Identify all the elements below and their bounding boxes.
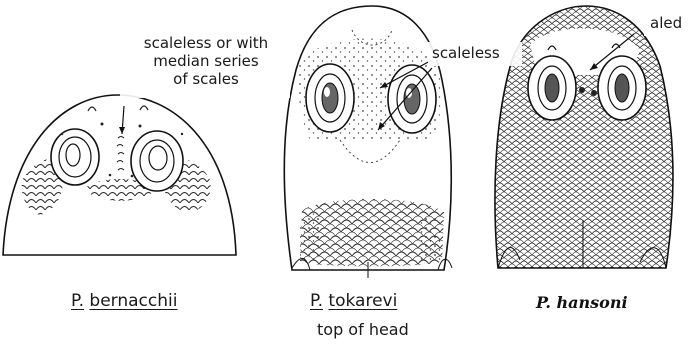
- tokarevi-left-eye: [306, 64, 354, 132]
- caption-bernacchii: P. bernacchii: [71, 292, 177, 310]
- bernacchii-left-eye: [51, 129, 99, 185]
- caption-hansoni: P. hansoni: [536, 293, 628, 312]
- footer-label: top of head: [317, 320, 409, 339]
- annotation-line-3: of scales: [118, 70, 294, 88]
- caption-genus: P.: [71, 291, 84, 311]
- tokarevi-right-eye: [388, 65, 436, 133]
- hansoni-right-eye: [598, 56, 646, 120]
- tokarevi-annotation: scaleless: [432, 44, 500, 62]
- caption-genus: P.: [310, 291, 323, 311]
- bernacchii-head: [3, 95, 236, 255]
- caption-tokarevi: P. tokarevi: [310, 292, 397, 310]
- annotation-line-1: scaleless or with: [118, 34, 294, 52]
- bernacchii-right-eye: [131, 131, 183, 191]
- caption-species: tokarevi: [328, 291, 397, 311]
- tokarevi-head: [284, 6, 452, 278]
- hansoni-left-eye: [528, 56, 576, 120]
- annotation-line-2: median series: [118, 52, 294, 70]
- hansoni-annotation: aled: [650, 14, 682, 32]
- bernacchii-annotation: scaleless or with median series of scale…: [118, 34, 294, 88]
- caption-species: bernacchii: [89, 291, 177, 311]
